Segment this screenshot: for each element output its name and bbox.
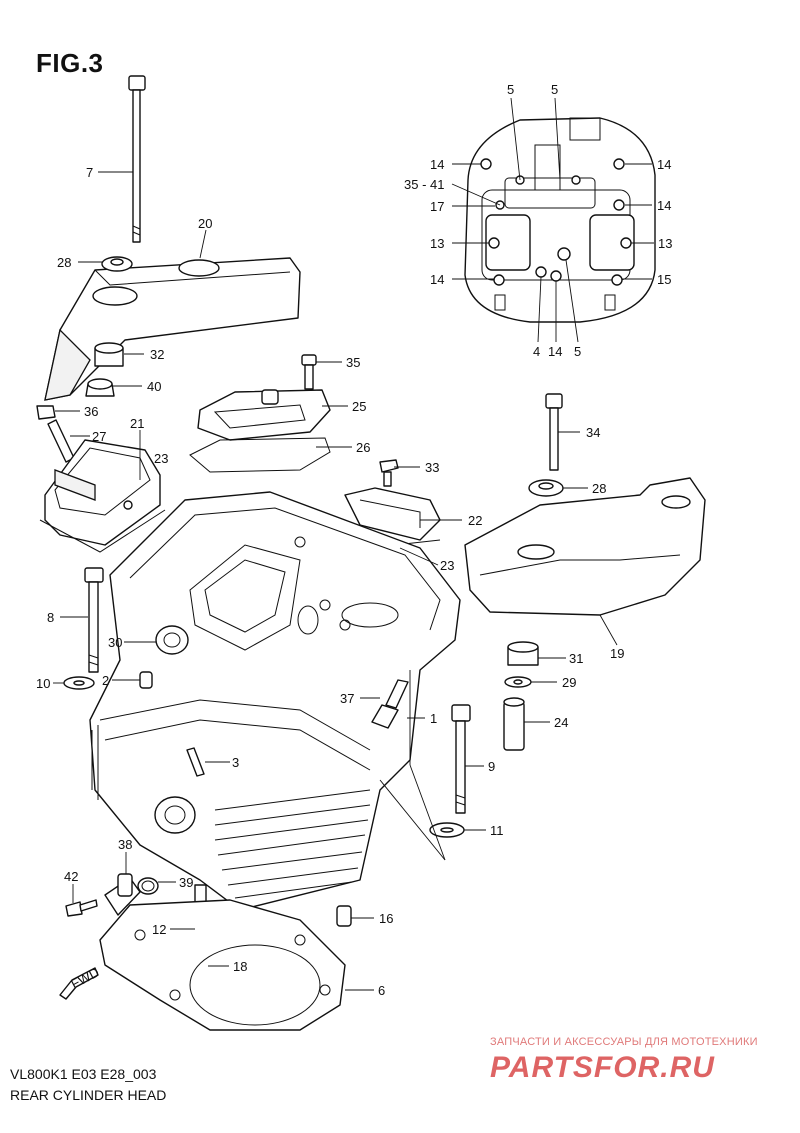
callout-27: 27 bbox=[92, 429, 106, 444]
dowel-2 bbox=[139, 671, 153, 689]
inset-head-top-view bbox=[464, 117, 656, 323]
valve-cover-21 bbox=[44, 439, 161, 546]
watermark-logo: PARTSFOR.RU bbox=[490, 1051, 715, 1084]
cap-40 bbox=[85, 378, 115, 397]
callout-37: 37 bbox=[340, 691, 354, 706]
callout-13-inset-l: 13 bbox=[430, 236, 444, 251]
callout-22: 22 bbox=[468, 513, 482, 528]
figure-name: REAR CYLINDER HEAD bbox=[10, 1087, 167, 1103]
washer-28-right bbox=[528, 479, 564, 497]
callout-16: 16 bbox=[379, 911, 393, 926]
washer-11 bbox=[429, 822, 465, 838]
washer-10 bbox=[63, 676, 95, 690]
stud-3 bbox=[186, 747, 205, 777]
leader-lines bbox=[53, 97, 654, 991]
callout-28-left: 28 bbox=[57, 255, 71, 270]
callout-42: 42 bbox=[64, 869, 78, 884]
callout-30: 30 bbox=[108, 635, 122, 650]
callout-31: 31 bbox=[569, 651, 583, 666]
callout-36: 36 bbox=[84, 404, 98, 419]
watermark-tagline: ЗАПЧАСТИ И АКСЕССУАРЫ ДЛЯ МОТОТЕХНИКИ bbox=[490, 1036, 758, 1048]
plug-30 bbox=[155, 625, 189, 655]
callout-35-41-inset: 35 - 41 bbox=[404, 177, 444, 192]
bolt-33 bbox=[379, 459, 399, 487]
nut-36 bbox=[36, 405, 56, 420]
dowel-16 bbox=[336, 905, 352, 927]
callout-5-inset-a: 5 bbox=[507, 82, 514, 97]
bolt-7 bbox=[128, 75, 146, 243]
o-ring-39 bbox=[137, 877, 159, 895]
callout-20: 20 bbox=[198, 216, 212, 231]
head-gasket-6 bbox=[99, 899, 346, 1031]
callout-8: 8 bbox=[47, 610, 54, 625]
bolt-8 bbox=[84, 567, 104, 673]
callout-14-inset-tl: 14 bbox=[430, 157, 444, 172]
grommet-31 bbox=[507, 641, 539, 666]
callout-13-inset-r: 13 bbox=[658, 236, 672, 251]
bolt-42 bbox=[65, 899, 98, 917]
callout-25: 25 bbox=[352, 399, 366, 414]
callout-10: 10 bbox=[36, 676, 50, 691]
bolt-9 bbox=[451, 704, 471, 814]
callout-40: 40 bbox=[147, 379, 161, 394]
cylinder-head-1 bbox=[89, 491, 461, 911]
bolt-34 bbox=[545, 393, 563, 471]
callout-5-inset-b: 5 bbox=[551, 82, 558, 97]
fwd-label: FWD bbox=[68, 965, 101, 992]
callout-14-inset-b: 14 bbox=[548, 344, 562, 359]
callout-12: 12 bbox=[152, 922, 166, 937]
fwd-arrow-icon: FWD bbox=[59, 965, 102, 1000]
spark-plug-37 bbox=[371, 679, 409, 729]
callout-14-inset-r: 14 bbox=[657, 198, 671, 213]
callout-3: 3 bbox=[232, 755, 239, 770]
collar-24 bbox=[503, 697, 525, 751]
callout-29: 29 bbox=[562, 675, 576, 690]
callout-7: 7 bbox=[86, 165, 93, 180]
bolt-35 bbox=[301, 354, 317, 390]
callout-34: 34 bbox=[586, 425, 600, 440]
callout-24: 24 bbox=[554, 715, 568, 730]
cover-19 bbox=[464, 477, 706, 616]
gasket-23-left bbox=[39, 509, 166, 553]
washer-28-left bbox=[101, 256, 133, 272]
callout-4-inset: 4 bbox=[533, 344, 540, 359]
callout-39: 39 bbox=[179, 875, 193, 890]
washer-29 bbox=[504, 676, 532, 688]
figure-code: VL800K1 E03 E28_003 bbox=[10, 1066, 157, 1082]
callout-28-right: 28 bbox=[592, 481, 606, 496]
callout-14-inset-tr: 14 bbox=[657, 157, 671, 172]
callout-17-inset: 17 bbox=[430, 199, 444, 214]
callout-38: 38 bbox=[118, 837, 132, 852]
callout-15-inset: 15 bbox=[657, 272, 671, 287]
callout-35: 35 bbox=[346, 355, 360, 370]
callout-11: 11 bbox=[490, 823, 504, 838]
figure-title: FIG.3 bbox=[36, 48, 104, 78]
callout-23-right: 23 bbox=[440, 558, 454, 573]
callout-19: 19 bbox=[610, 646, 624, 661]
callout-9: 9 bbox=[488, 759, 495, 774]
callout-32: 32 bbox=[150, 347, 164, 362]
sensor-38 bbox=[104, 873, 141, 916]
callout-33: 33 bbox=[425, 460, 439, 475]
gasket-26 bbox=[189, 437, 331, 473]
grommet-32 bbox=[94, 342, 124, 367]
cap-25 bbox=[197, 389, 331, 441]
stud-27 bbox=[47, 419, 75, 463]
callout-6: 6 bbox=[378, 983, 385, 998]
callout-2: 2 bbox=[102, 673, 109, 688]
rear-cover-20 bbox=[44, 257, 301, 401]
callout-labels: 7 20 28 32 40 36 27 21 23 35 25 26 33 22… bbox=[36, 82, 672, 998]
callout-1: 1 bbox=[430, 711, 437, 726]
callout-23-left: 23 bbox=[154, 451, 168, 466]
callout-14-inset-bl: 14 bbox=[430, 272, 444, 287]
callout-21: 21 bbox=[130, 416, 144, 431]
callout-26: 26 bbox=[356, 440, 370, 455]
callout-5-inset-c: 5 bbox=[574, 344, 581, 359]
callout-18: 18 bbox=[233, 959, 247, 974]
